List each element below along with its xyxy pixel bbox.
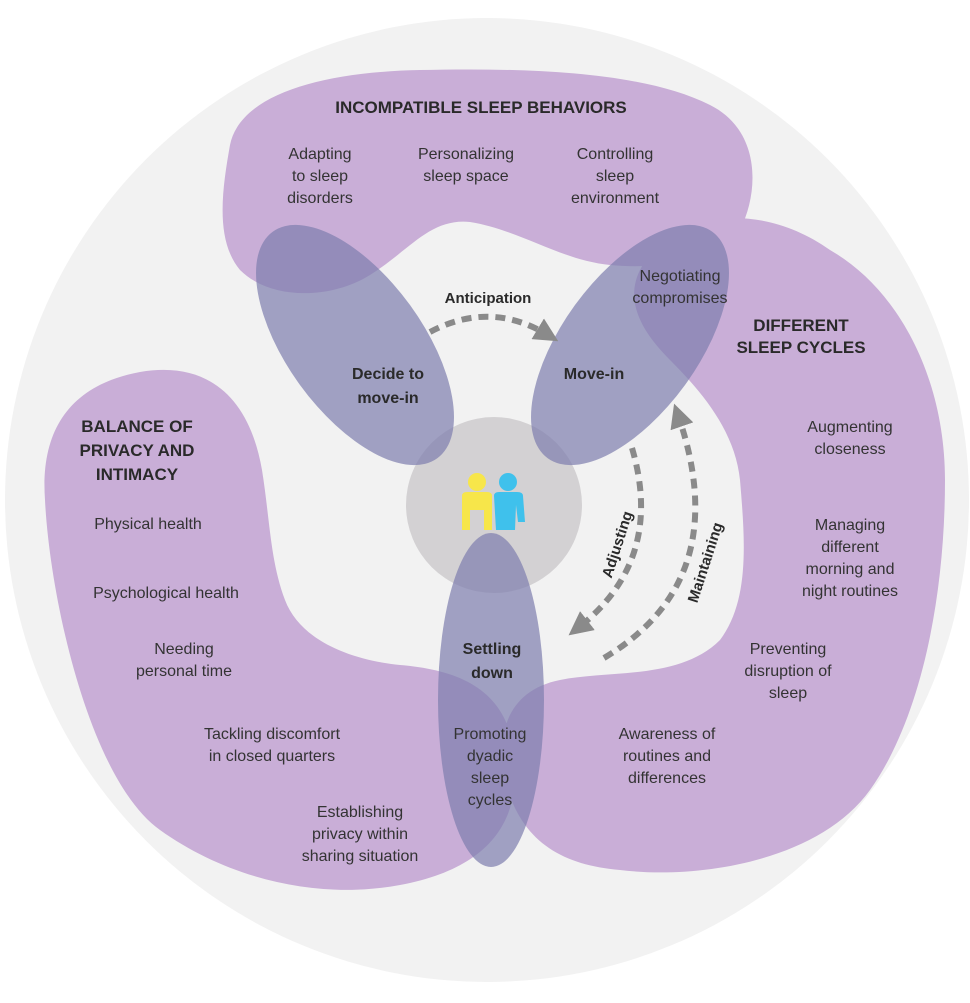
balance-item: Physical health [94,516,202,533]
region-balance-of-privacy [44,369,516,890]
region-incompatible-sleep-behaviors [222,69,753,294]
maintaining-arrow [602,403,699,661]
region-different-sleep-cycles [502,217,945,873]
stage-petal-settling [438,533,544,867]
transition-anticipation: Anticipation [445,290,532,307]
stage-petal-decide [256,224,454,466]
balance-item: Psychological health [93,585,239,602]
stage-label-movein: Move-in [564,366,624,383]
anticipation-arrow [428,313,559,342]
incompatible-title: INCOMPATIBLE SLEEP BEHAVIORS [335,98,627,117]
center-circle [406,417,582,593]
couple-icon [462,473,525,530]
stage-petal-movein [531,224,729,466]
adjusting-arrow [568,447,645,636]
